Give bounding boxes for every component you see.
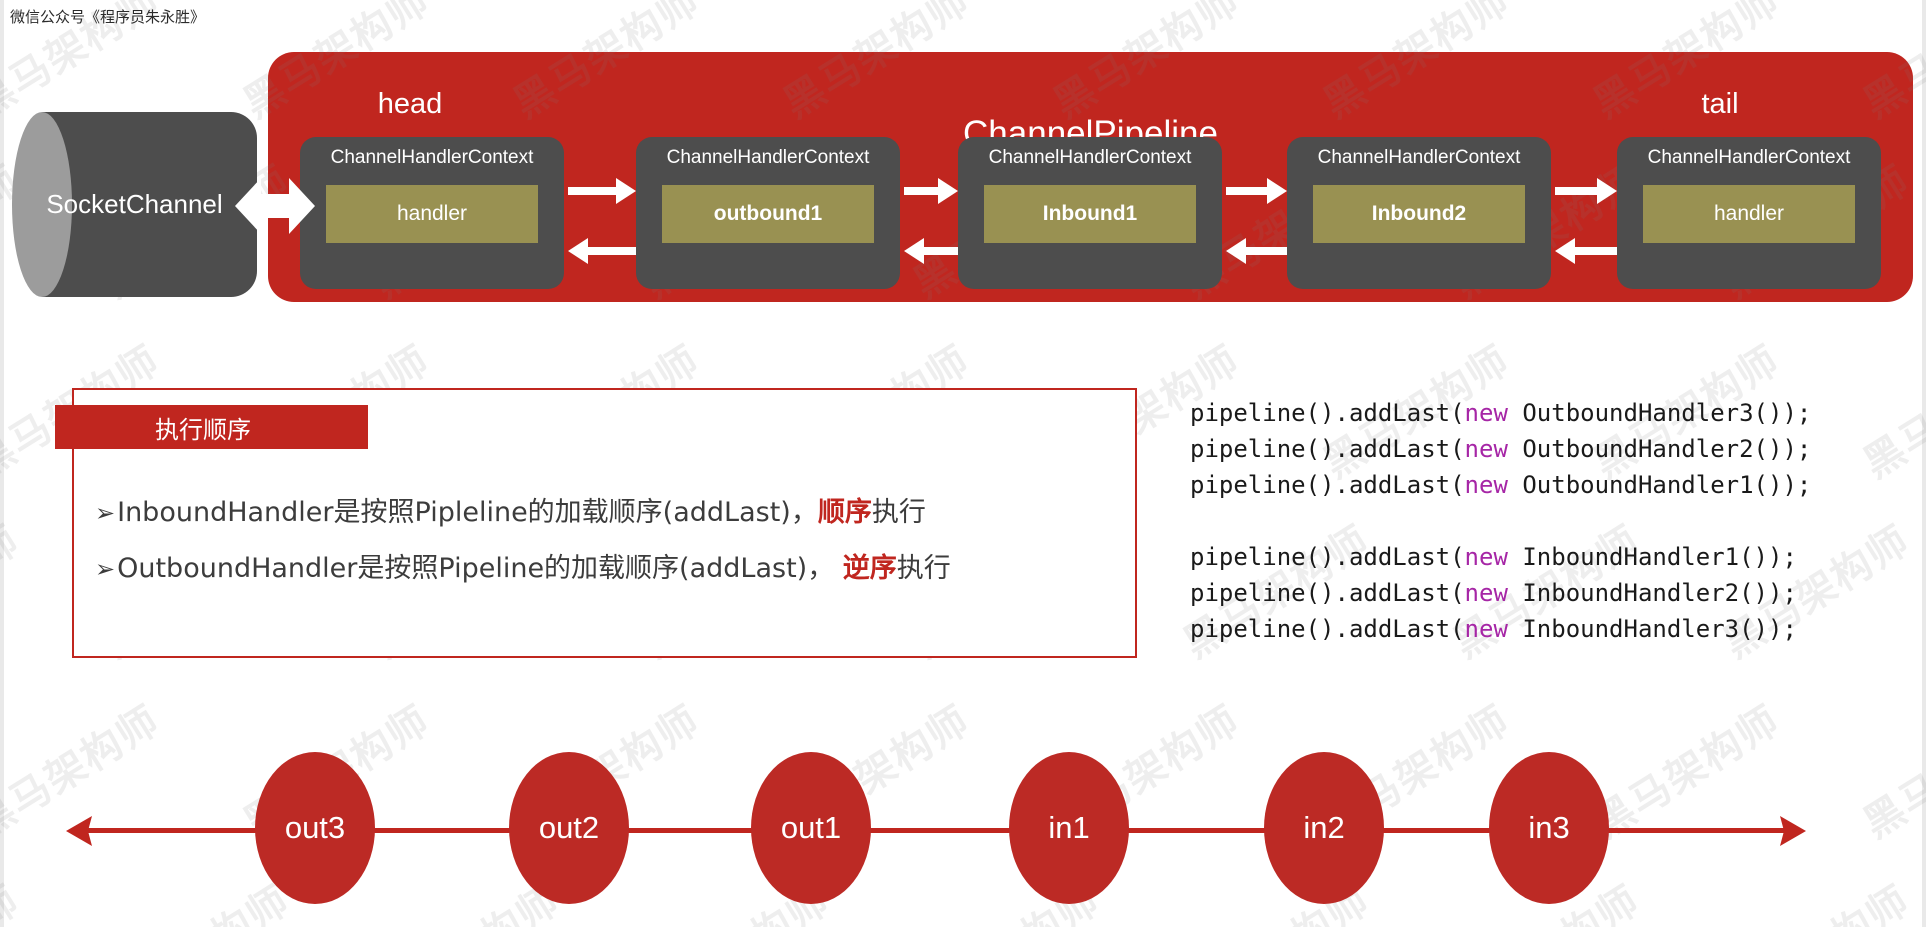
arrow-right-icon <box>1555 178 1617 204</box>
bullet-suffix: 执行 <box>871 497 926 528</box>
watermark-text: 黑马架构师 <box>0 517 29 668</box>
head-label: head <box>377 88 443 120</box>
code-blank-line <box>1190 503 1811 539</box>
socket-channel-label: SocketChannel <box>46 189 223 219</box>
code-text: OutboundHandler3()); <box>1507 399 1812 427</box>
flow-line <box>78 828 1798 833</box>
socket-channel: SocketChannel <box>12 112 257 297</box>
code-line: pipeline().addLast(new OutboundHandler3(… <box>1190 395 1811 431</box>
code-line: pipeline().addLast(new InboundHandler3()… <box>1190 611 1811 647</box>
code-keyword: new <box>1464 399 1508 427</box>
bullet-marker-icon: ➢ <box>95 555 116 583</box>
arrow-left-icon <box>568 238 636 264</box>
flow-node-in2[interactable]: in2 <box>1264 752 1384 904</box>
handler-box: Inbound2 <box>1313 185 1525 243</box>
bullet-highlight: 顺序 <box>817 497 872 528</box>
context-title: ChannelHandlerContext <box>988 147 1192 168</box>
code-line: pipeline().addLast(new InboundHandler2()… <box>1190 575 1811 611</box>
code-text: OutboundHandler2()); <box>1507 435 1812 463</box>
code-keyword: new <box>1464 543 1508 571</box>
flow-node-out2[interactable]: out2 <box>509 752 629 904</box>
code-line: pipeline().addLast(new OutboundHandler2(… <box>1190 431 1811 467</box>
left-page-edge <box>0 0 4 927</box>
code-keyword: new <box>1464 579 1508 607</box>
code-keyword: new <box>1464 615 1508 643</box>
double-arrow-icon <box>235 170 315 242</box>
handler-box: handler <box>326 185 538 243</box>
code-text: InboundHandler3()); <box>1507 615 1797 643</box>
right-page-edge <box>1922 0 1926 927</box>
channel-handler-context-0[interactable]: ChannelHandlerContext handler <box>300 137 564 289</box>
arrow-right-icon <box>568 178 636 204</box>
flow-node-in1[interactable]: in1 <box>1009 752 1129 904</box>
code-text: pipeline().addLast( <box>1190 399 1465 427</box>
code-line: pipeline().addLast(new InboundHandler1()… <box>1190 539 1811 575</box>
arrow-left-icon <box>904 238 958 264</box>
bullet-suffix: 执行 <box>896 553 951 584</box>
execution-order-badge: 执行顺序 <box>55 405 368 449</box>
channel-handler-context-4[interactable]: ChannelHandlerContext handler <box>1617 137 1881 289</box>
page-caption: 微信公众号《程序员朱永胜》 <box>10 8 206 26</box>
cylinder-body <box>42 112 257 297</box>
code-text: pipeline().addLast( <box>1190 435 1465 463</box>
cylinder-cap <box>12 112 72 297</box>
channel-handler-context-3[interactable]: ChannelHandlerContext Inbound2 <box>1287 137 1551 289</box>
code-keyword: new <box>1464 435 1508 463</box>
flow-node-out1[interactable]: out1 <box>751 752 871 904</box>
code-text: InboundHandler2()); <box>1507 579 1797 607</box>
tail-label: tail <box>1701 88 1739 120</box>
context-title: ChannelHandlerContext <box>1317 147 1521 168</box>
code-text: pipeline().addLast( <box>1190 471 1465 499</box>
channel-handler-context-1[interactable]: ChannelHandlerContext outbound1 <box>636 137 900 289</box>
flow-node-in3[interactable]: in3 <box>1489 752 1609 904</box>
context-title: ChannelHandlerContext <box>330 147 534 168</box>
code-text: pipeline().addLast( <box>1190 579 1465 607</box>
handler-box: handler <box>1643 185 1855 243</box>
channel-handler-context-2[interactable]: ChannelHandlerContext Inbound1 <box>958 137 1222 289</box>
bullet-prefix: InboundHandler是按照Pipleline的加载顺序(addLast)… <box>117 497 818 528</box>
order-bullet-1: ➢OutboundHandler是按照Pipeline的加载顺序(addLast… <box>95 546 951 585</box>
code-snippet: pipeline().addLast(new OutboundHandler3(… <box>1190 395 1811 647</box>
code-text: InboundHandler1()); <box>1507 543 1797 571</box>
handler-box: Inbound1 <box>984 185 1196 243</box>
code-text: pipeline().addLast( <box>1190 543 1465 571</box>
bullet-highlight: 逆序 <box>842 553 897 584</box>
arrow-right-icon <box>1772 814 1806 853</box>
bullet-prefix: OutboundHandler是按照Pipeline的加载顺序(addLast)… <box>117 553 843 584</box>
context-title: ChannelHandlerContext <box>666 147 870 168</box>
order-bullet-0: ➢InboundHandler是按照Pipleline的加载顺序(addLast… <box>95 490 926 529</box>
arrow-right-icon <box>904 178 958 204</box>
code-text: OutboundHandler1()); <box>1507 471 1812 499</box>
code-line: pipeline().addLast(new OutboundHandler1(… <box>1190 467 1811 503</box>
code-text: pipeline().addLast( <box>1190 615 1465 643</box>
arrow-left-icon <box>66 814 100 853</box>
handler-box: outbound1 <box>662 185 874 243</box>
context-title: ChannelHandlerContext <box>1647 147 1851 168</box>
bullet-marker-icon: ➢ <box>95 499 116 527</box>
watermark-text: 黑马架构师 <box>1855 337 1926 488</box>
arrow-left-icon <box>1226 238 1287 264</box>
code-keyword: new <box>1464 471 1508 499</box>
flow-node-out3[interactable]: out3 <box>255 752 375 904</box>
arrow-right-icon <box>1226 178 1287 204</box>
handler-execution-flow: out3 out2 out1 in1 in2 in3 <box>0 740 1926 925</box>
arrow-left-icon <box>1555 238 1617 264</box>
